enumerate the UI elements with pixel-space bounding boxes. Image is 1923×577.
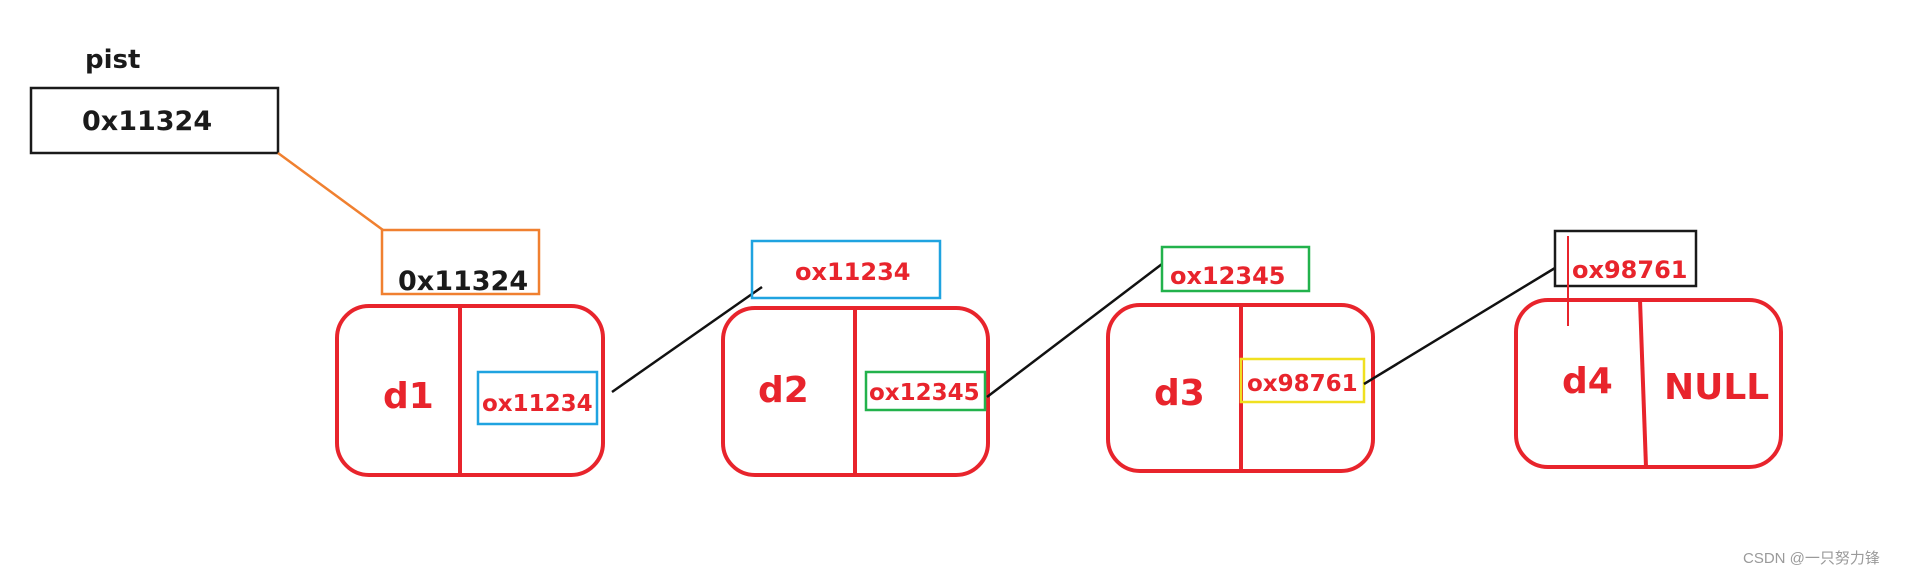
node-d2-next: ox12345 <box>869 380 980 406</box>
watermark-text: CSDN @一只努力锋 <box>1743 550 1880 567</box>
link-d2-d3 <box>986 263 1163 398</box>
node-d2-data: d2 <box>758 370 809 411</box>
node-d1-next: ox11234 <box>482 391 593 417</box>
address-label-d1: 0x11324 <box>398 266 528 297</box>
node-d4-data: d4 <box>1562 361 1613 402</box>
address-box-d1 <box>380 228 541 296</box>
address-label-d4: ox98761 <box>1572 256 1687 284</box>
address-box-d3 <box>1160 245 1311 293</box>
pointer-label: pist <box>85 45 140 75</box>
address-box-d4 <box>1553 229 1698 288</box>
pointer-connector <box>277 151 384 232</box>
node-d4 <box>1514 298 1783 469</box>
node-d1-data: d1 <box>383 376 434 417</box>
node-d2-next-box <box>864 370 987 412</box>
address-label-d2: ox11234 <box>795 258 910 286</box>
pointer-box <box>29 86 280 155</box>
pointer-value: 0x11324 <box>82 106 212 137</box>
address-box-d2 <box>750 239 942 300</box>
link-d3-d4 <box>1363 266 1556 386</box>
link-d1-d2 <box>611 285 763 394</box>
node-d3-data: d3 <box>1154 373 1205 414</box>
node-d4-divider <box>1638 299 1648 468</box>
node-d1 <box>335 304 605 477</box>
address-label-d3: ox12345 <box>1170 262 1285 290</box>
node-d1-next-box <box>476 370 599 426</box>
node-d3-next: ox98761 <box>1247 371 1358 397</box>
node-d4-next: NULL <box>1664 367 1769 408</box>
node-d3-next-box <box>1239 357 1366 404</box>
